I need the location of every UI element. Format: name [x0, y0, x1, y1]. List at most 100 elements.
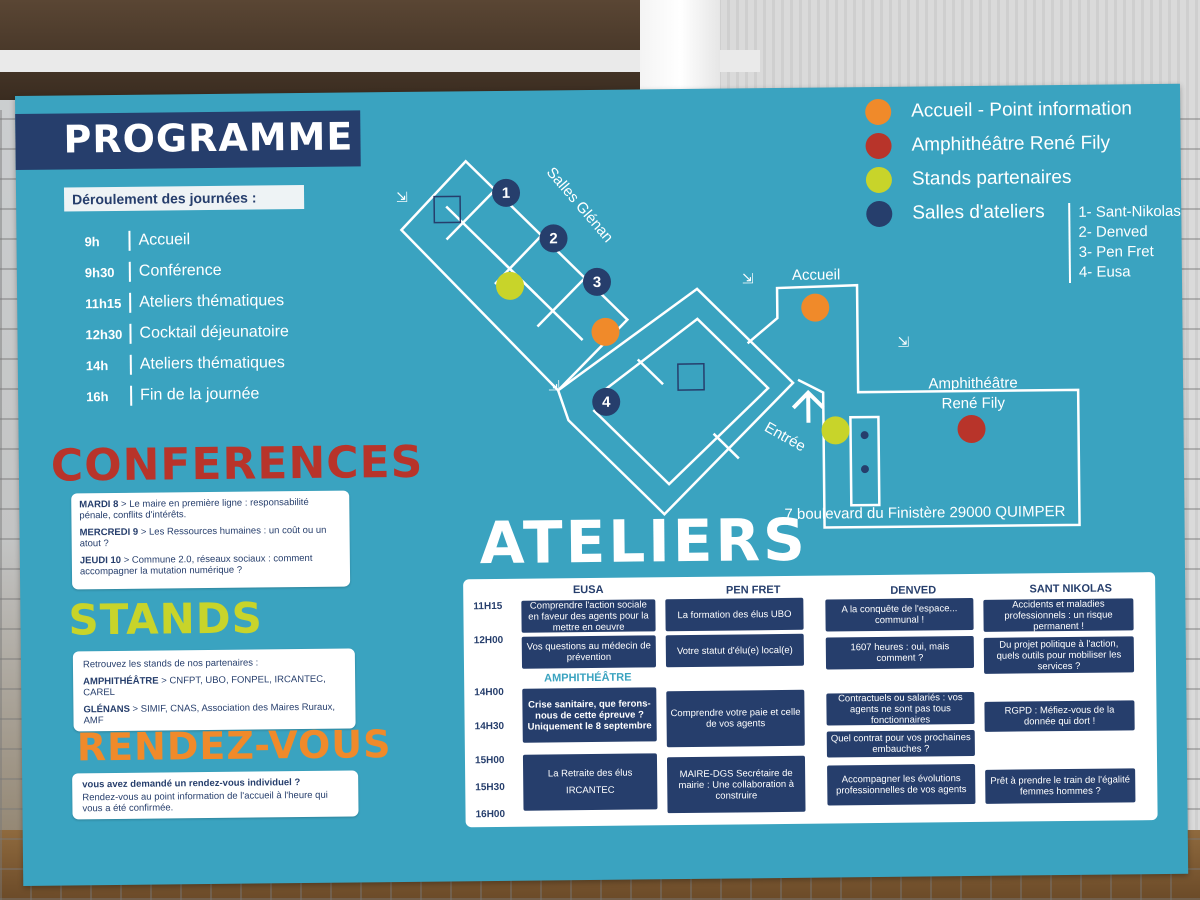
person-icon: [860, 431, 869, 440]
person-icon: [860, 465, 869, 474]
session-title: La Retraite des élus: [547, 767, 633, 780]
conferences-title: CONFERENCES: [50, 436, 424, 492]
restroom-block: [849, 415, 881, 507]
workshop-session: RGPD : Méfiez-vous de la donnée qui dort…: [984, 700, 1135, 732]
column-header: SANT NIKOLAS: [1029, 582, 1113, 596]
amphi-marker: [957, 415, 986, 444]
workshop-session: Votre statut d'élu(e) local(e): [665, 633, 805, 668]
workshop-session: Du projet politique à l'action, quels ou…: [983, 636, 1135, 674]
salle-item: 3- Pen Fret: [1078, 243, 1154, 261]
legend-item: Stands partenaires: [865, 165, 1072, 194]
time-label: 11H15: [473, 600, 503, 613]
schedule-time: 12h30: [85, 326, 123, 342]
session-title: Crise sanitaire, que ferons-nous de cett…: [528, 697, 651, 722]
legend-label: Accueil - Point information: [911, 98, 1133, 122]
schedule-row: 11h15 Ateliers thématiques: [85, 287, 284, 317]
schedule-divider: [128, 261, 131, 282]
workshop-session: MAIRE-DGS Secrétaire de mairie : Une col…: [666, 755, 806, 814]
legend-dot-red: [865, 132, 892, 160]
conference-item: MARDI 8 > Le maire en première ligne : r…: [79, 496, 309, 522]
workshop-session: Contractuels ou salariés : vos agents ne…: [826, 692, 975, 726]
label-entree: Entrée: [762, 419, 809, 456]
stands-title: STANDS: [68, 593, 264, 645]
wall-line: [712, 432, 740, 460]
venue-address: 7 boulevard du Finistère 29000 QUIMPER: [784, 503, 1066, 523]
schedule-row: 14h Ateliers thématiques: [86, 349, 285, 379]
conference-item: MERCREDI 9 > Les Ressources humaines : u…: [79, 524, 327, 550]
room-number: 1: [502, 185, 511, 202]
schedule-label: Ateliers thématiques: [139, 292, 285, 311]
workshop-session: Prêt à prendre le train de l'égalité fem…: [985, 768, 1136, 804]
event-poster: PROGRAMME Déroulement des journées : 9h …: [15, 83, 1189, 886]
info-marker: [591, 317, 620, 346]
schedule-time: 11h15: [85, 295, 122, 311]
label-amphi-line1: Amphithéâtre: [928, 375, 1017, 393]
workshop-session-amphi: Crise sanitaire, que ferons-nous de cett…: [522, 687, 657, 743]
schedule-divider: [129, 292, 132, 313]
label-accueil: Accueil: [792, 266, 841, 284]
schedule-divider: [129, 323, 132, 344]
schedule-label: Conférence: [138, 261, 222, 280]
legend-label: Salles d'ateliers: [912, 201, 1045, 224]
stands-amphi: AMPHITHÉÂTRE > CNFPT, UBO, FONPEL, IRCAN…: [83, 673, 326, 699]
wall-line: [445, 190, 495, 241]
schedule-time: 9h30: [84, 264, 115, 280]
schedule-divider: [128, 230, 131, 251]
restroom-icon: [677, 363, 705, 391]
time-label: 16H00: [475, 808, 506, 821]
restroom-icon: [433, 195, 462, 224]
stand-marker: [821, 416, 850, 445]
workshop-session: La formation des élus UBO: [665, 597, 804, 632]
venue-map: ⇲ ⇲ ⇲ ⇲ 1 2 3 4 Salles G: [375, 115, 1081, 529]
room-marker-2: [539, 224, 568, 253]
workshop-session: Comprendre votre paie et celle de vos ag…: [666, 689, 805, 748]
column-header: EUSA: [572, 583, 604, 597]
schedule-row: 9h30 Conférence: [85, 257, 222, 286]
room-number: 3: [593, 274, 602, 291]
accueil-marker: [801, 293, 830, 322]
column-header: DENVED: [890, 584, 937, 597]
room-marker-4: [592, 387, 621, 416]
schedule-time: 16h: [86, 388, 109, 404]
wall-line: [636, 358, 664, 386]
stand-marker: [496, 271, 525, 300]
legend-dot-navy: [866, 200, 893, 228]
schedule-label: Ateliers thématiques: [139, 354, 285, 373]
schedule-divider: [129, 354, 132, 375]
room-marker-3: [582, 267, 611, 296]
room-number: 4: [602, 394, 611, 411]
salles-list: 1- Sant-Nikolas 2- Denved 3- Pen Fret 4-…: [1068, 201, 1182, 283]
shelf: [0, 50, 760, 72]
workshop-session: Vos questions au médecin de prévention: [521, 635, 657, 669]
workshop-session: Accidents et maladies professionnels : u…: [983, 598, 1134, 632]
accueil-hall: [746, 283, 1081, 529]
workshop-session: Accompagner les évolutions professionnel…: [827, 763, 976, 806]
label-amphi-line2: René Fily: [942, 395, 1006, 413]
stands-card: Retrouvez les stands de nos partenaires …: [72, 648, 356, 732]
legend-item: Accueil - Point information: [865, 96, 1133, 126]
workshop-session: Quel contrat pour vos prochaines embauch…: [826, 729, 975, 758]
rdv-line1: vous avez demandé un rendez-vous individ…: [82, 777, 301, 791]
legend-dot-orange: [865, 98, 892, 126]
schedule-time: 9h: [84, 233, 100, 249]
salle-item: 2- Denved: [1078, 223, 1148, 241]
rdv-card: vous avez demandé un rendez-vous individ…: [72, 770, 359, 820]
rdv-line2: Rendez-vous au point information de l'ac…: [82, 789, 328, 815]
wall-line: [536, 277, 586, 328]
legend-dot-yellow: [865, 166, 893, 194]
column-header: PEN FRET: [725, 584, 781, 597]
session-note: IRCANTEC: [565, 784, 615, 797]
entry-arrow-icon: [791, 389, 825, 423]
time-label: 14H30: [474, 720, 505, 733]
workshop-session: A la conquête de l'espace... communal !: [825, 597, 974, 632]
exit-icon: ⇲: [898, 334, 910, 350]
programme-subtitle: Déroulement des journées :: [63, 184, 305, 212]
amphi-header: AMPHITHÉÂTRE: [544, 671, 632, 685]
time-label: 15H00: [474, 754, 505, 767]
legend-item: Salles d'ateliers: [866, 199, 1045, 228]
workshop-table: EUSA PEN FRET DENVED SANT NIKOLAS 11H15 …: [463, 572, 1158, 828]
session-note: Uniquement le 8 septembre: [527, 719, 652, 733]
wing-glenan: [399, 159, 630, 393]
exit-icon: ⇲: [742, 270, 754, 286]
rdv-title: RENDEZ-VOUS: [76, 722, 392, 770]
